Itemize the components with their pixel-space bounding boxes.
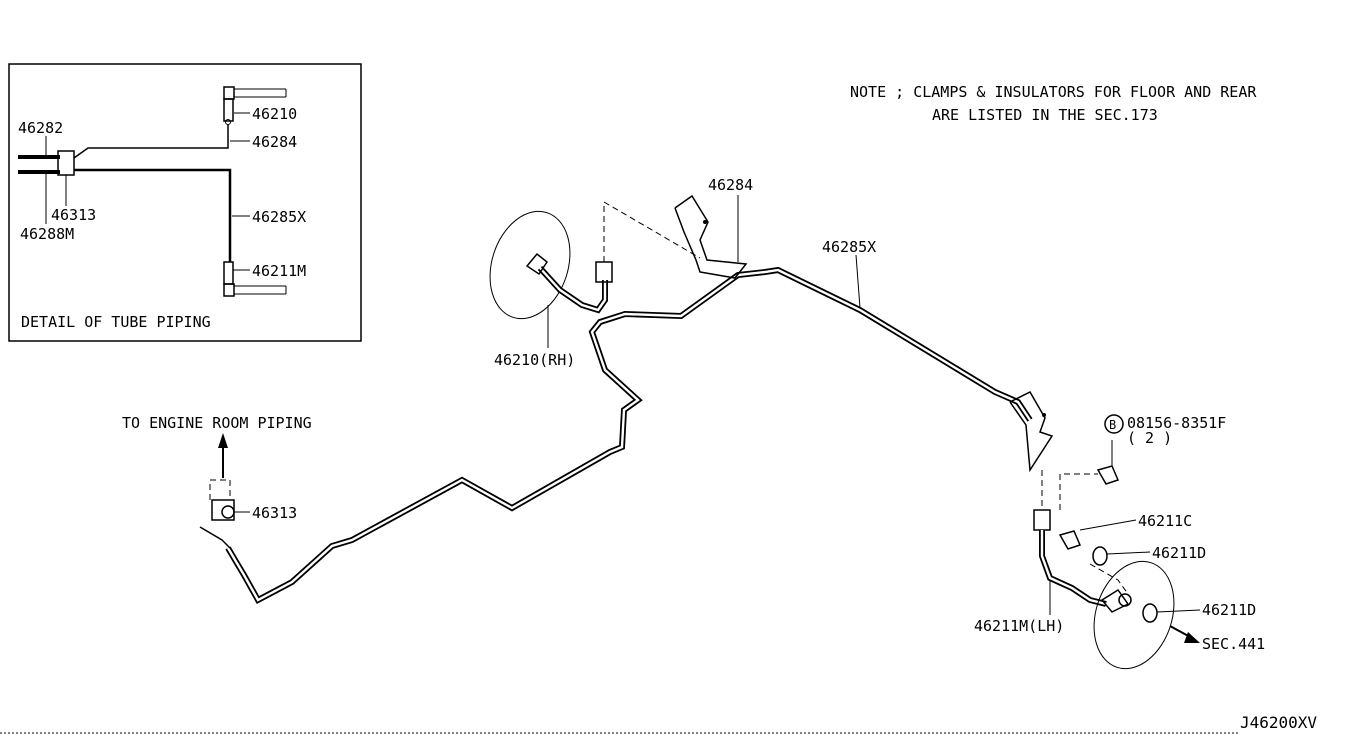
label-engine-room-piping: TO ENGINE ROOM PIPING xyxy=(122,414,312,432)
diagram-id: J46200XV xyxy=(1240,713,1317,732)
label-46211d-upper: 46211D xyxy=(1152,544,1206,562)
rear-banjo xyxy=(1100,588,1130,613)
label-46313: 46313 xyxy=(252,504,297,522)
label-46211c: 46211C xyxy=(1138,512,1192,530)
front-right-hose-fitting xyxy=(595,261,613,283)
engine-room-arrow xyxy=(218,433,228,448)
sec441-arrow xyxy=(1184,632,1200,643)
detail-title: DETAIL OF TUBE PIPING xyxy=(21,313,211,331)
detail-inset: 46282 46210 46284 46313 46288M 46285X 46… xyxy=(8,63,362,342)
mounting-bolt xyxy=(1096,465,1120,485)
label-46210-rh: 46210(RH) xyxy=(494,351,575,369)
detail-label-46282: 46282 xyxy=(18,119,63,137)
detail-label-46284: 46284 xyxy=(252,133,297,151)
detail-label-46211m: 46211M xyxy=(252,262,306,280)
washer-46211d-lower xyxy=(1142,603,1158,623)
washer-46211d-upper xyxy=(1092,546,1108,566)
front-right-hose xyxy=(489,201,701,348)
detail-label-46313: 46313 xyxy=(51,206,96,224)
label-46211d-lower: 46211D xyxy=(1202,601,1256,619)
junction-46313 xyxy=(199,433,250,549)
front-right-banjo xyxy=(525,252,549,276)
front-right-rotor-outline xyxy=(489,210,571,320)
label-bolt-qty: ( 2 ) xyxy=(1127,429,1172,447)
detail-label-46288m: 46288M xyxy=(20,225,74,243)
detail-junction-block xyxy=(57,150,75,176)
label-46211m-lh: 46211M(LH) xyxy=(974,617,1064,635)
bolt-marker-circle xyxy=(1104,414,1124,434)
note-line-2: ARE LISTED IN THE SEC.173 xyxy=(932,106,1158,124)
rear-left-rotor-outline xyxy=(1093,560,1175,670)
detail-label-46285x: 46285X xyxy=(252,208,306,226)
bolt-marker-letter: B xyxy=(1109,418,1116,432)
main-brake-tube xyxy=(225,266,1033,605)
bracket-46284 xyxy=(674,194,748,279)
detail-label-46210: 46210 xyxy=(252,105,297,123)
rear-left-hose xyxy=(1033,440,1201,670)
detail-tube-lower xyxy=(74,168,232,262)
detail-fitting-top xyxy=(223,86,235,100)
detail-tube-upper xyxy=(73,125,229,159)
label-46285x: 46285X xyxy=(822,238,876,256)
label-sec441: SEC.441 xyxy=(1202,635,1265,653)
note-line-1: NOTE ; CLAMPS & INSULATORS FOR FLOOR AND… xyxy=(850,83,1257,101)
label-bolt-part: 08156-8351F xyxy=(1127,414,1226,432)
detail-fitting-bottom xyxy=(223,261,234,285)
label-46284: 46284 xyxy=(708,176,753,194)
rear-hose-fitting xyxy=(1033,509,1051,531)
detail-frame xyxy=(8,63,362,342)
banjo-bolt-46211c xyxy=(1058,530,1082,550)
rear-bracket xyxy=(1009,391,1054,473)
